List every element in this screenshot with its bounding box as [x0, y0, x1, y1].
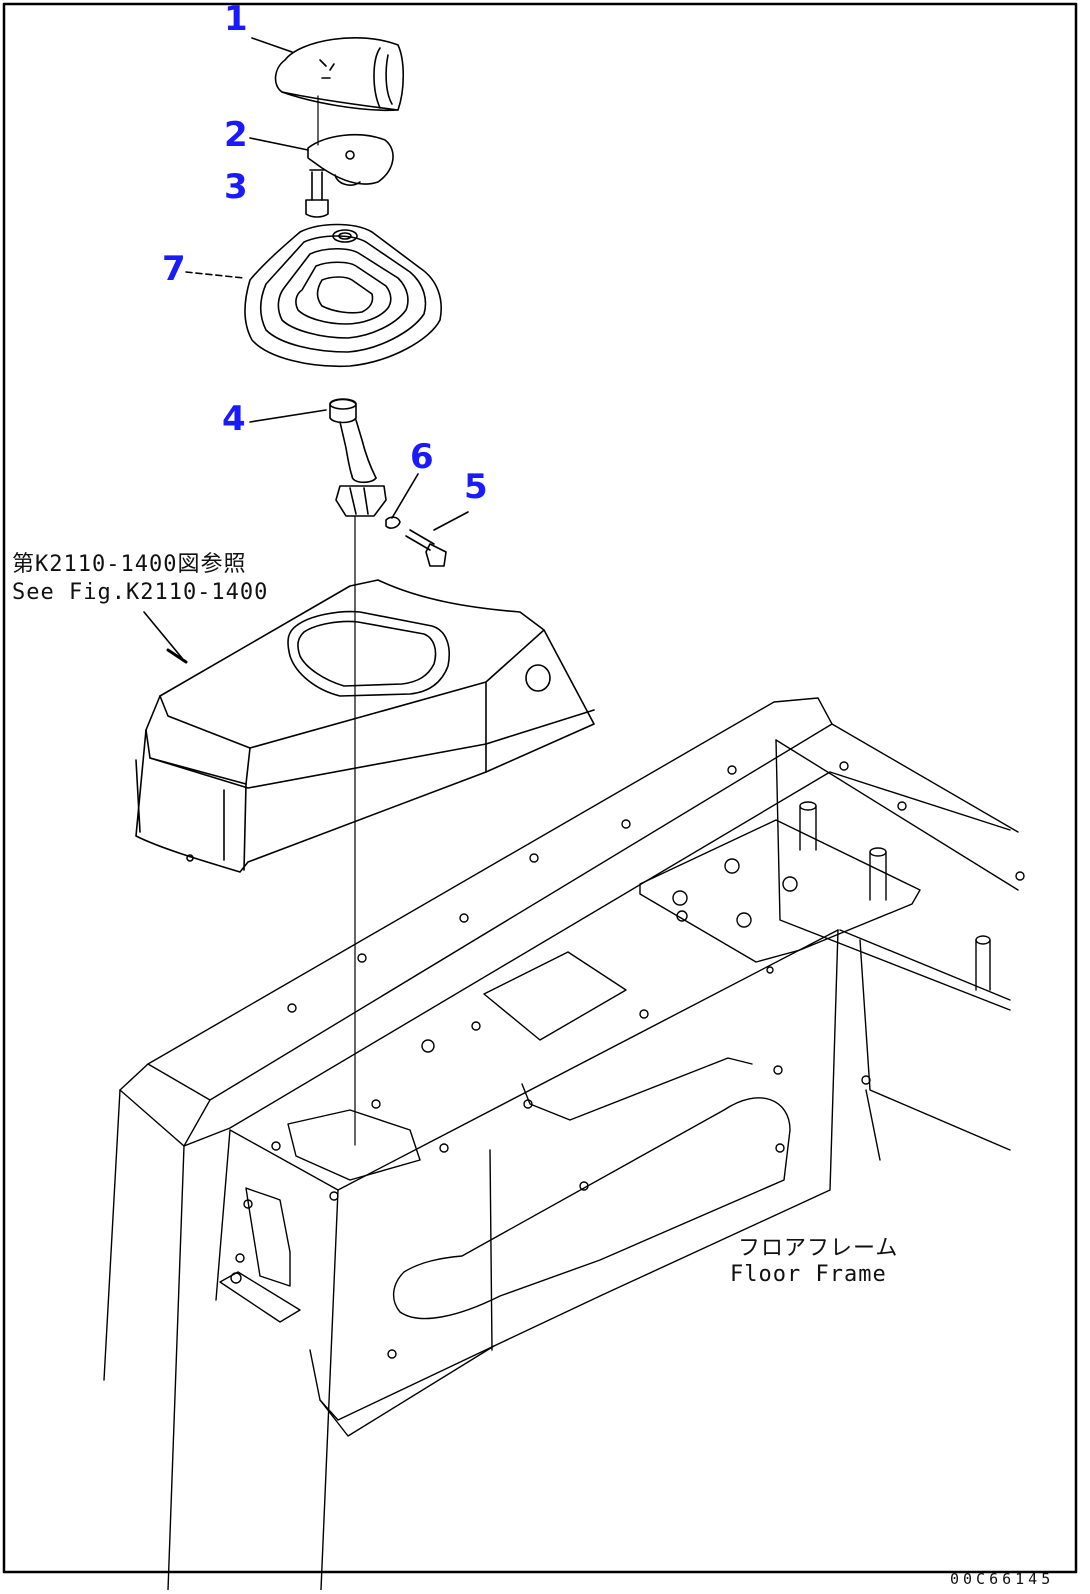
reference-note-jp: 第K2110-1400図参照	[12, 552, 247, 577]
document-number: 00C66145	[950, 1570, 1055, 1588]
floor-frame	[103, 697, 1025, 1594]
part-1-knob	[251, 36, 404, 112]
reference-note-en: See Fig.K2110-1400	[12, 580, 269, 605]
callout-7[interactable]: 7	[162, 249, 186, 289]
callout-2[interactable]: 2	[224, 115, 248, 155]
part-3-bolt	[305, 169, 329, 218]
callout-1[interactable]: 1	[224, 0, 248, 39]
part-2-plate	[249, 95, 394, 186]
part-4-lever	[249, 398, 387, 1146]
callout-3[interactable]: 3	[224, 167, 248, 207]
floor-frame-label-en: Floor Frame	[730, 1262, 887, 1287]
callout-5[interactable]: 5	[464, 467, 488, 507]
drawing-border	[2, 2, 1078, 1574]
floor-frame-label-jp: フロアフレーム	[738, 1236, 899, 1261]
callout-6[interactable]: 6	[410, 437, 434, 477]
console-cover	[135, 579, 595, 873]
part-7-boot	[185, 223, 442, 368]
part-5-bolt	[405, 511, 469, 567]
part-6-washer	[385, 473, 419, 529]
callout-4[interactable]: 4	[222, 399, 246, 439]
